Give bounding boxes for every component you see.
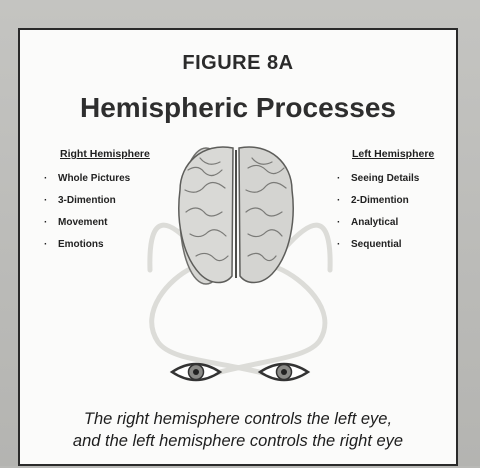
list-item: ·Analytical (337, 212, 419, 234)
list-item: ·Seeing Details (337, 168, 419, 190)
list-item: ·Movement (44, 212, 130, 234)
brain-icon (179, 147, 293, 284)
list-item: ·Emotions (44, 234, 130, 256)
figure-label: FIGURE 8A (20, 52, 456, 75)
right-hemisphere-heading: Right Hemisphere (60, 148, 150, 160)
right-eye-icon (260, 364, 308, 380)
caption-line-1: The right hemisphere controls the left e… (20, 408, 456, 430)
left-hemisphere-heading: Left Hemisphere (352, 148, 434, 160)
left-eye-icon (172, 364, 220, 380)
list-item: ·2-Dimention (337, 190, 419, 212)
diagram-title: Hemispheric Processes (20, 92, 456, 124)
left-hemisphere-list: ·Seeing Details ·2-Dimention ·Analytical… (337, 168, 419, 256)
figure-caption: The right hemisphere controls the left e… (20, 408, 456, 452)
list-item: ·Whole Pictures (44, 168, 130, 190)
caption-line-2: and the left hemisphere controls the rig… (20, 430, 456, 452)
list-item: ·3-Dimention (44, 190, 130, 212)
right-hemisphere-list: ·Whole Pictures ·3-Dimention ·Movement ·… (44, 168, 130, 256)
figure-panel: FIGURE 8A Hemispheric Processes Right He… (18, 28, 458, 466)
list-item: ·Sequential (337, 234, 419, 256)
